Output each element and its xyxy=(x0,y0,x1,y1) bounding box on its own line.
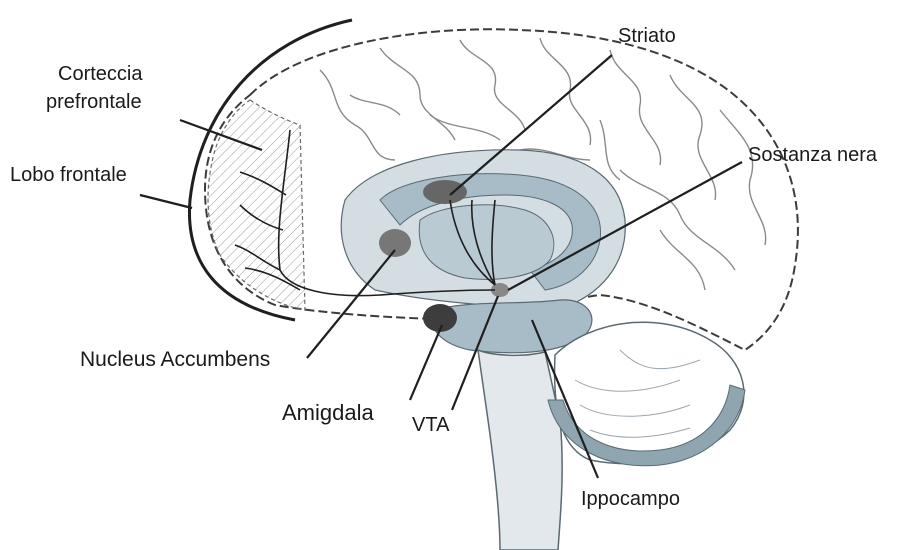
label-hippocampus: Ippocampo xyxy=(581,488,680,510)
label-nucleus-accumbens: Nucleus Accumbens xyxy=(80,348,270,371)
label-striatum: Striato xyxy=(618,25,676,47)
label-prefrontal-line2: prefrontale xyxy=(46,91,142,113)
label-amygdala: Amigdala xyxy=(282,400,374,425)
label-substantia-nigra: Sostanza nera xyxy=(748,144,878,166)
label-frontal-lobe: Lobo frontale xyxy=(10,164,127,186)
striatum-nucleus xyxy=(423,180,467,204)
label-vta: VTA xyxy=(412,414,450,436)
brainstem xyxy=(478,350,562,550)
nucleus-accumbens-shape xyxy=(379,229,411,257)
label-prefrontal-line1: Corteccia xyxy=(58,63,143,85)
